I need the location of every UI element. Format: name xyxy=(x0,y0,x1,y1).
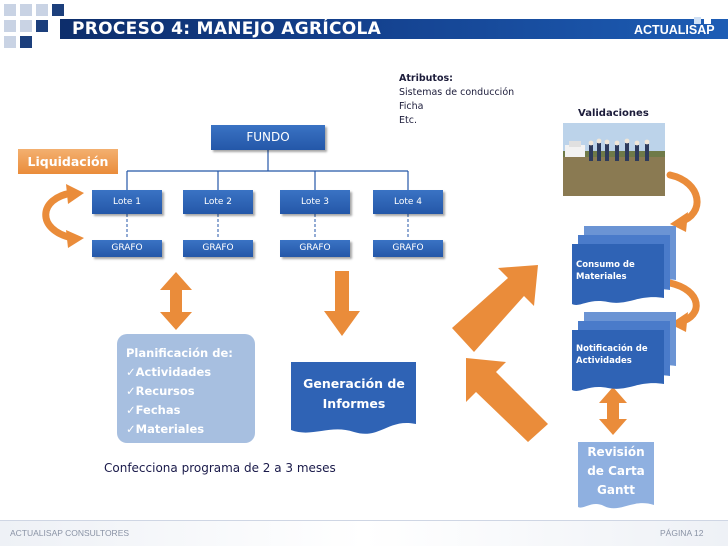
field-photo xyxy=(563,123,665,196)
double-arrow-planificacion xyxy=(160,272,192,330)
check-icon: ✓ xyxy=(126,422,136,436)
atributo-item: Ficha xyxy=(399,101,424,112)
lote-4-node: Lote 4 xyxy=(373,190,443,214)
logo-text: ACTUALISAP xyxy=(634,23,715,37)
informes-label: Generación de Informes xyxy=(292,374,416,414)
curved-arrow-validaciones xyxy=(666,171,701,226)
curved-arrow-liquidacion xyxy=(42,189,76,242)
consumo-line2: Materiales xyxy=(576,272,627,282)
check-icon: ✓ xyxy=(126,384,136,398)
grafo-3-node: GRAFO xyxy=(280,240,350,257)
diagonal-arrow-down xyxy=(466,358,548,442)
notificacion-line1: Notificación de xyxy=(576,344,648,354)
fundo-node: FUNDO xyxy=(211,125,325,150)
grafo-1-node: GRAFO xyxy=(92,240,162,257)
consumo-label: Consumo de Materiales xyxy=(576,259,635,283)
check-icon: ✓ xyxy=(126,403,136,417)
lote-2-node: Lote 2 xyxy=(183,190,253,214)
title-bar xyxy=(60,19,728,39)
atributos-block: Atributos: Sistemas de conducción Ficha … xyxy=(399,72,514,128)
informes-shape xyxy=(291,362,416,434)
lote-3-node: Lote 3 xyxy=(280,190,350,214)
planificacion-box: Planificación de: ✓Actividades ✓Recursos… xyxy=(117,334,255,443)
header: PROCESO 4: MANEJO AGRÍCOLA ACTUALISAP xyxy=(0,0,728,62)
grafo-2-node: GRAFO xyxy=(183,240,253,257)
down-arrow-informes xyxy=(324,271,360,336)
revision-shape xyxy=(578,442,654,509)
double-arrow-revision xyxy=(599,387,627,435)
planificacion-item: ✓Actividades xyxy=(126,365,212,379)
planificacion-item: ✓Materiales xyxy=(126,422,205,436)
lote-1-node: Lote 1 xyxy=(92,190,162,214)
footer xyxy=(0,521,728,546)
revision-line3: Gantt xyxy=(597,483,635,497)
atributos-title: Atributos: xyxy=(399,73,453,84)
planificacion-item: ✓Fechas xyxy=(126,403,181,417)
diagonal-arrow-up xyxy=(452,265,538,352)
atributo-item: Etc. xyxy=(399,115,417,126)
consumo-doc-stack xyxy=(572,226,676,305)
revision-line1: Revisión xyxy=(587,445,645,459)
page-number: PÁGINA 12 xyxy=(660,528,704,538)
liquidacion-label: Liquidación xyxy=(18,149,118,174)
notificacion-line2: Actividades xyxy=(576,356,632,366)
consumo-line1: Consumo de xyxy=(576,260,635,270)
planificacion-title: Planificación de: xyxy=(126,346,233,360)
informes-line1: Generación de xyxy=(303,376,405,391)
page-title: PROCESO 4: MANEJO AGRÍCOLA xyxy=(72,19,382,39)
grafo-4-node: GRAFO xyxy=(373,240,443,257)
planificacion-item: ✓Recursos xyxy=(126,384,195,398)
notificacion-label: Notificación de Actividades xyxy=(576,343,648,367)
logo xyxy=(684,8,711,24)
check-icon: ✓ xyxy=(126,365,136,379)
revision-label: Revisión de Carta Gantt xyxy=(578,443,654,500)
revision-line2: de Carta xyxy=(587,464,645,478)
notificacion-doc-stack xyxy=(572,312,676,391)
informes-line2: Informes xyxy=(322,396,386,411)
atributo-item: Sistemas de conducción xyxy=(399,87,515,98)
footer-divider xyxy=(0,520,728,521)
footer-company: ACTUALISAP CONSULTORES xyxy=(10,528,130,538)
confecciona-text: Confecciona programa de 2 a 3 meses xyxy=(104,461,336,475)
validaciones-label: Validaciones xyxy=(578,108,649,119)
